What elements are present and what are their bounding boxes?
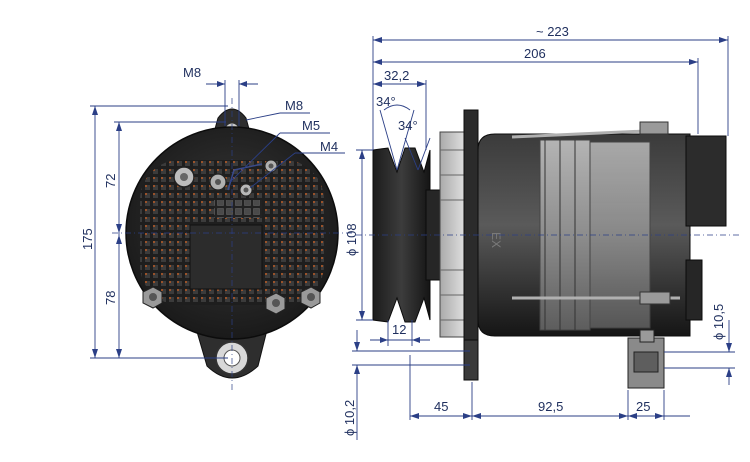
pulley-offset-label: 32,2 [384,68,409,83]
m4-label: M4 [320,139,338,154]
body-length-label: 206 [524,46,546,61]
height-dimensions: 175 72 78 [80,105,228,359]
groove-width-label: 12 [392,322,406,337]
overall-length-dimension: ~ 223 [372,24,729,150]
height-total-label: 175 [80,228,95,250]
pulley-offset-dimension: 32,2 [373,68,427,150]
bottom-hole-dimension: ϕ 10,2 [342,330,470,440]
side-view: EX ~ 223 206 [342,24,740,440]
lug-width-label: 25 [636,399,650,414]
upper-height-label: 72 [103,174,118,188]
housing-bolts [142,286,321,315]
rear-cap [685,135,727,227]
m8-top-label: M8 [183,65,201,80]
groove-angle-dimensions: 34° 34° [376,94,431,171]
bottom-hole-label: ϕ 10,2 [342,400,357,436]
lug-hole-label: ϕ 10,5 [711,304,726,340]
groove-angle-1-label: 34° [376,94,396,109]
front-flange [463,109,479,379]
front-view: M8 M8 M5 M4 175 72 [80,65,352,392]
pulley-diameter-dimension: ϕ 108 [344,149,373,321]
m5-label: M5 [302,118,320,133]
bottom-chain-dimensions: 45 92,5 25 [409,355,690,420]
pulley-diameter-label: ϕ 108 [344,223,359,256]
front-mount-ear [463,339,479,381]
m8-side-label: M8 [285,98,303,113]
lug-hole-dimension: ϕ 10,5 [664,304,735,385]
groove-width-dimension: 12 [370,320,430,346]
cooling-fan [439,131,467,338]
terminals [173,159,278,197]
body-length-dimension: 206 [373,46,699,134]
ex-stamp: EX [489,232,503,248]
thread-callouts: M8 M5 M4 [229,98,345,189]
mount-spacing-label: 92,5 [538,399,563,414]
m8-width-dimension: M8 [183,65,258,126]
groove-angle-2-label: 34° [398,118,418,133]
mount-offset-label: 45 [434,399,448,414]
overall-length-label: ~ 223 [536,24,569,39]
lower-height-label: 78 [103,291,118,305]
